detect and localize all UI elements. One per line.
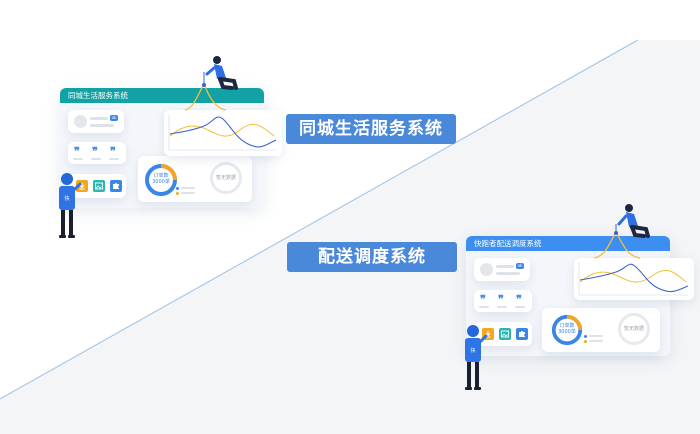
empty-data-circle: 暂无数据 [618,313,650,345]
quote-icon: ❞ [480,293,486,306]
profile-card: ok [68,110,124,133]
actions-card [474,322,532,346]
orders-ring [551,314,583,346]
quote-icon: ❞ [92,145,98,158]
profile-card: ok [474,258,530,281]
status-tag: ok [110,115,118,121]
quote-icon: ❞ [110,145,116,158]
person-pointing-illustration: 快 [465,325,488,390]
puzzle-icon[interactable] [516,328,528,340]
svg-text:快: 快 [64,195,69,202]
series-yellow [169,123,275,137]
quote-icon: ❞ [498,293,504,306]
avatar [74,115,87,128]
actions-card [68,174,126,198]
orders-label: 订单数 3000单 [152,173,170,185]
heading-dispatch-system: 配送调度系统 [287,242,457,272]
window-title-bar: 快跑者配送调度系统 [466,236,670,251]
person-kneeling-illustration [184,56,238,111]
orders-label: 订单数 3000单 [558,323,576,335]
stats-card: 订单数 3000单 暂无数据 [138,156,252,202]
window-title-bar: 同城生活服务系统 [60,88,264,103]
image-icon[interactable] [93,180,105,192]
person-kneeling-illustration [593,204,650,259]
heading-local-life-system: 同城生活服务系统 [286,114,456,144]
empty-data-circle: 暂无数据 [210,162,242,194]
puzzle-icon[interactable] [110,180,122,192]
series-blue [169,116,277,148]
status-tag: ok [516,263,524,269]
image-icon[interactable] [499,328,511,340]
person-pointing-illustration: 快 [59,173,82,238]
quote-icon: ❞ [74,145,80,158]
chart-card-1 [164,110,282,156]
orders-ring [145,164,177,196]
quote-icon: ❞ [516,293,522,306]
quotes-card: ❞ ❞ ❞ [68,142,126,164]
avatar [480,263,493,276]
svg-text:快: 快 [470,347,475,354]
series-blue [579,263,689,293]
chart-card-2 [574,258,694,300]
stats-card: 订单数 3000单 暂无数据 [542,308,660,352]
series-yellow [579,269,687,283]
line-chart [578,262,689,296]
quotes-card: ❞ ❞ ❞ [474,290,532,312]
line-chart [168,115,277,151]
